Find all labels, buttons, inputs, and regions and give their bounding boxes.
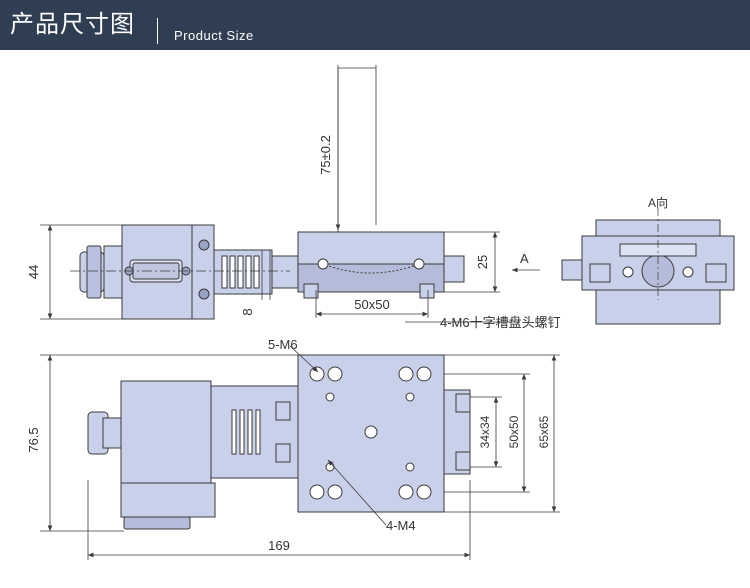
knob-collar — [86, 245, 102, 299]
label-height-25: 25 — [475, 255, 490, 269]
front-view — [79, 224, 465, 320]
motor-cap — [103, 245, 123, 299]
plan-bearing — [275, 443, 291, 463]
page-subtitle: Product Size — [174, 28, 254, 43]
foot — [419, 283, 435, 299]
lock-icon — [317, 258, 329, 270]
dim-lines-plan — [40, 345, 560, 560]
label-height-44: 44 — [26, 265, 41, 279]
plan-clamp — [455, 451, 471, 471]
screw-icon — [622, 266, 634, 278]
label-tap-5m6: 5-M6 — [268, 337, 298, 352]
lock-icon — [413, 258, 425, 270]
page-title: 产品尺寸图 — [10, 10, 135, 38]
end-view — [561, 219, 735, 325]
screw-icon — [682, 266, 694, 278]
scale-arc — [317, 261, 425, 274]
labels-front: 44 75±0.2 25 A 8 50x50 4-M6十字槽盘头螺钉 — [26, 135, 561, 330]
dimension-drawing: 44 75±0.2 25 A 8 50x50 4-M6十字槽盘头螺钉 A向 — [0, 50, 750, 583]
plan-motor-body — [120, 380, 212, 484]
header-bar: 产品尺寸图 Product Size — [0, 0, 750, 50]
dim-lines-front — [40, 65, 540, 323]
label-length-169: 169 — [268, 538, 290, 553]
m4-hole-icon — [405, 392, 415, 402]
m4-hole-icon — [325, 462, 335, 472]
tap-hole-icon — [416, 366, 432, 382]
m4-hole-icon — [325, 392, 335, 402]
label-tap-4m4: 4-M4 — [386, 518, 416, 533]
label-50x50-vertical: 50x50 — [507, 415, 521, 448]
drawing-svg: 44 75±0.2 25 A 8 50x50 4-M6十字槽盘头螺钉 A向 — [26, 65, 735, 560]
label-height-76-5: 76.5 — [26, 427, 41, 452]
plan-view — [87, 354, 471, 530]
label-34x34: 34x34 — [478, 415, 492, 448]
label-arrow-a: A — [520, 251, 529, 266]
label-table-50x50: 50x50 — [354, 297, 389, 312]
screw-icon — [198, 239, 210, 251]
label-stroke: 75±0.2 — [318, 135, 333, 175]
plan-connector — [123, 516, 191, 530]
label-view-a: A向 — [648, 195, 668, 210]
plan-bearing — [275, 401, 291, 421]
motor-flange — [191, 224, 215, 320]
tap-hole-icon — [309, 366, 325, 382]
label-screw-note: 4-M6十字槽盘头螺钉 — [440, 315, 561, 330]
plan-clamp — [455, 393, 471, 413]
foot — [303, 283, 319, 299]
plan-knob-collar — [102, 417, 122, 449]
labels-plan: 76.5 5-M6 4-M4 34x34 50x50 65x65 169 — [26, 337, 551, 553]
end-view-knob — [561, 259, 583, 281]
screw-icon — [198, 288, 210, 300]
plan-coupling-frame — [210, 385, 300, 479]
center-hole-icon — [364, 425, 378, 439]
tap-hole-icon — [309, 484, 325, 500]
tap-hole-icon — [327, 484, 343, 500]
m4-hole-icon — [405, 462, 415, 472]
label-65x65: 65x65 — [537, 415, 551, 448]
plan-holes — [309, 366, 432, 500]
coupling-bellows — [221, 255, 260, 289]
header-separator — [157, 18, 158, 44]
end-view-clamp — [705, 263, 727, 283]
bearing-block — [271, 255, 299, 289]
end-view-clamp — [589, 263, 611, 283]
plan-connector-housing — [120, 482, 216, 518]
plan-bellows — [231, 409, 261, 455]
label-width-8: 8 — [240, 308, 255, 315]
end-block — [443, 255, 465, 283]
tap-hole-icon — [327, 366, 343, 382]
tap-hole-icon — [398, 484, 414, 500]
tap-hole-icon — [398, 366, 414, 382]
tap-hole-icon — [416, 484, 432, 500]
